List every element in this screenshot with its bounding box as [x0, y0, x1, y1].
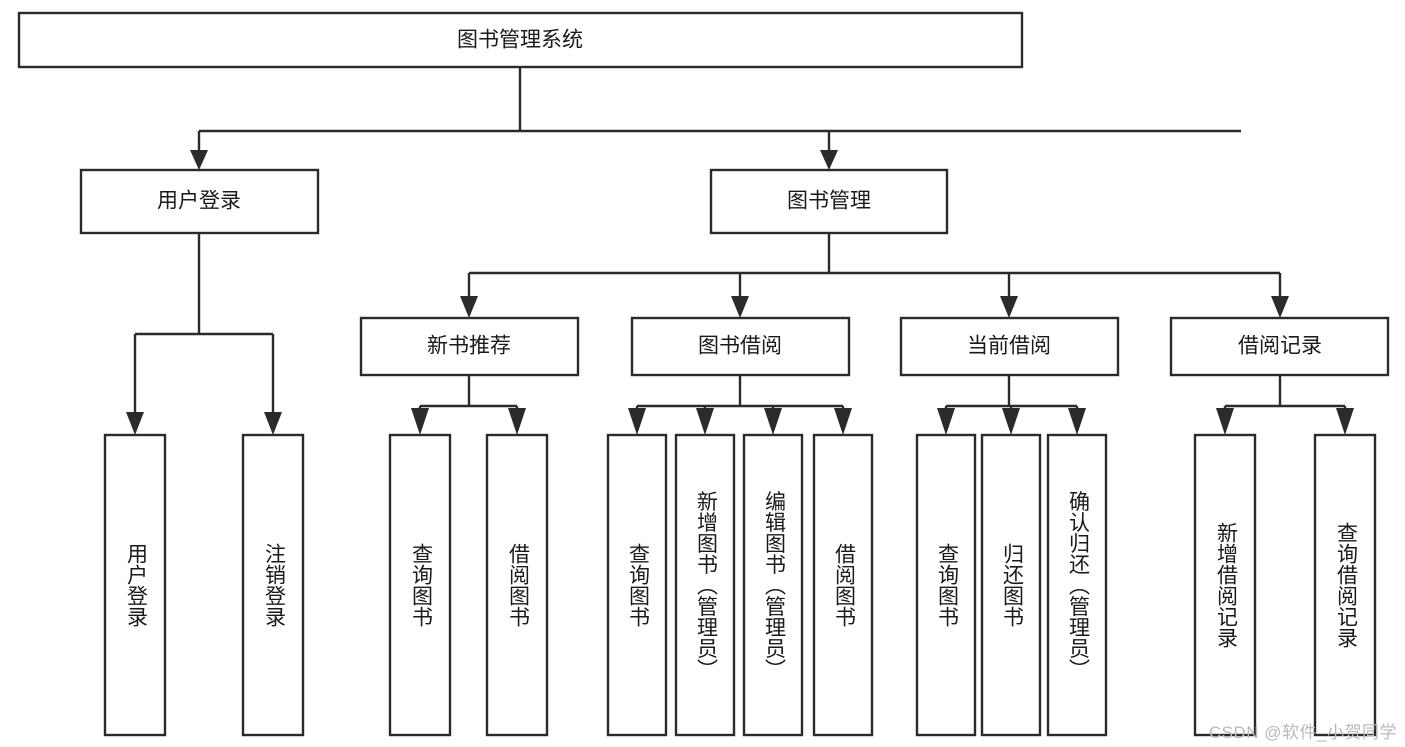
leaf-borrow-record-1-label: 查询借阅记录	[1334, 522, 1358, 648]
leaf-new-book-recommend-1[interactable]: 借阅图书	[485, 433, 549, 737]
connector-current-borrow-to-leaves	[937, 375, 1086, 435]
node-borrow-record[interactable]: 借阅记录	[1169, 316, 1390, 377]
leaf-current-borrow-2[interactable]: 确认归还（管理员）	[1046, 433, 1108, 737]
node-book-borrow[interactable]: 图书借阅	[630, 316, 851, 377]
connector-user-login-to-leaves	[126, 233, 282, 435]
node-new-book-recommend[interactable]: 新书推荐	[359, 316, 580, 377]
leaf-current-borrow-0[interactable]: 查询图书	[915, 433, 977, 737]
connector-book-mgmt-to-level3	[460, 233, 1289, 318]
node-root-system[interactable]: 图书管理系统	[17, 11, 1024, 69]
connector-new-book-to-leaves	[411, 375, 526, 435]
leaf-book-borrow-1-label: 新增图书（管理员）	[694, 491, 718, 680]
leaf-current-borrow-2-label: 确认归还（管理员）	[1066, 491, 1090, 680]
leaf-user-login-0-label: 用户登录	[124, 543, 148, 627]
node-user-login[interactable]: 用户登录	[79, 168, 320, 235]
leaf-book-borrow-2[interactable]: 编辑图书（管理员）	[742, 433, 804, 737]
node-book-management[interactable]: 图书管理	[709, 168, 949, 235]
leaf-book-borrow-3[interactable]: 借阅图书	[812, 433, 874, 737]
leaf-book-borrow-2-label: 编辑图书（管理员）	[762, 491, 786, 680]
leaf-borrow-record-1[interactable]: 查询借阅记录	[1313, 433, 1377, 737]
leaf-current-borrow-1-label: 归还图书	[1000, 543, 1024, 627]
leaf-new-book-recommend-0[interactable]: 查询图书	[388, 433, 452, 737]
leaf-current-borrow-1[interactable]: 归还图书	[980, 433, 1042, 737]
leaf-current-borrow-0-label: 查询图书	[935, 543, 959, 627]
leaf-borrow-record-0[interactable]: 新增借阅记录	[1193, 433, 1257, 737]
node-book-borrow-label: 图书借阅	[698, 335, 782, 358]
leaf-user-login-1-label: 注销登录	[262, 543, 286, 627]
leaf-book-borrow-0[interactable]: 查询图书	[606, 433, 668, 737]
node-book-management-label: 图书管理	[787, 190, 871, 213]
node-current-borrow-label: 当前借阅	[967, 335, 1051, 358]
node-borrow-record-label: 借阅记录	[1238, 335, 1322, 358]
csdn-watermark: CSDN @软件_小贺同学	[1208, 723, 1397, 742]
node-user-login-label: 用户登录	[157, 190, 241, 213]
connector-borrow-record-to-leaves	[1216, 375, 1354, 435]
node-new-book-recommend-label: 新书推荐	[427, 335, 511, 358]
connector-book-borrow-to-leaves	[628, 375, 852, 435]
leaf-book-borrow-3-label: 借阅图书	[832, 543, 856, 627]
node-root-system-label: 图书管理系统	[457, 29, 583, 52]
leaf-borrow-record-0-label: 新增借阅记录	[1214, 522, 1238, 648]
connector-root-to-level2	[190, 67, 1241, 170]
node-current-borrow[interactable]: 当前借阅	[899, 316, 1120, 377]
leaf-book-borrow-1[interactable]: 新增图书（管理员）	[674, 433, 736, 737]
leaf-new-book-recommend-0-label: 查询图书	[409, 543, 433, 627]
leaf-user-login-1[interactable]: 注销登录	[241, 433, 305, 737]
leaf-user-login-0[interactable]: 用户登录	[103, 433, 167, 737]
leaf-book-borrow-0-label: 查询图书	[626, 543, 650, 627]
leaf-new-book-recommend-1-label: 借阅图书	[506, 543, 530, 627]
